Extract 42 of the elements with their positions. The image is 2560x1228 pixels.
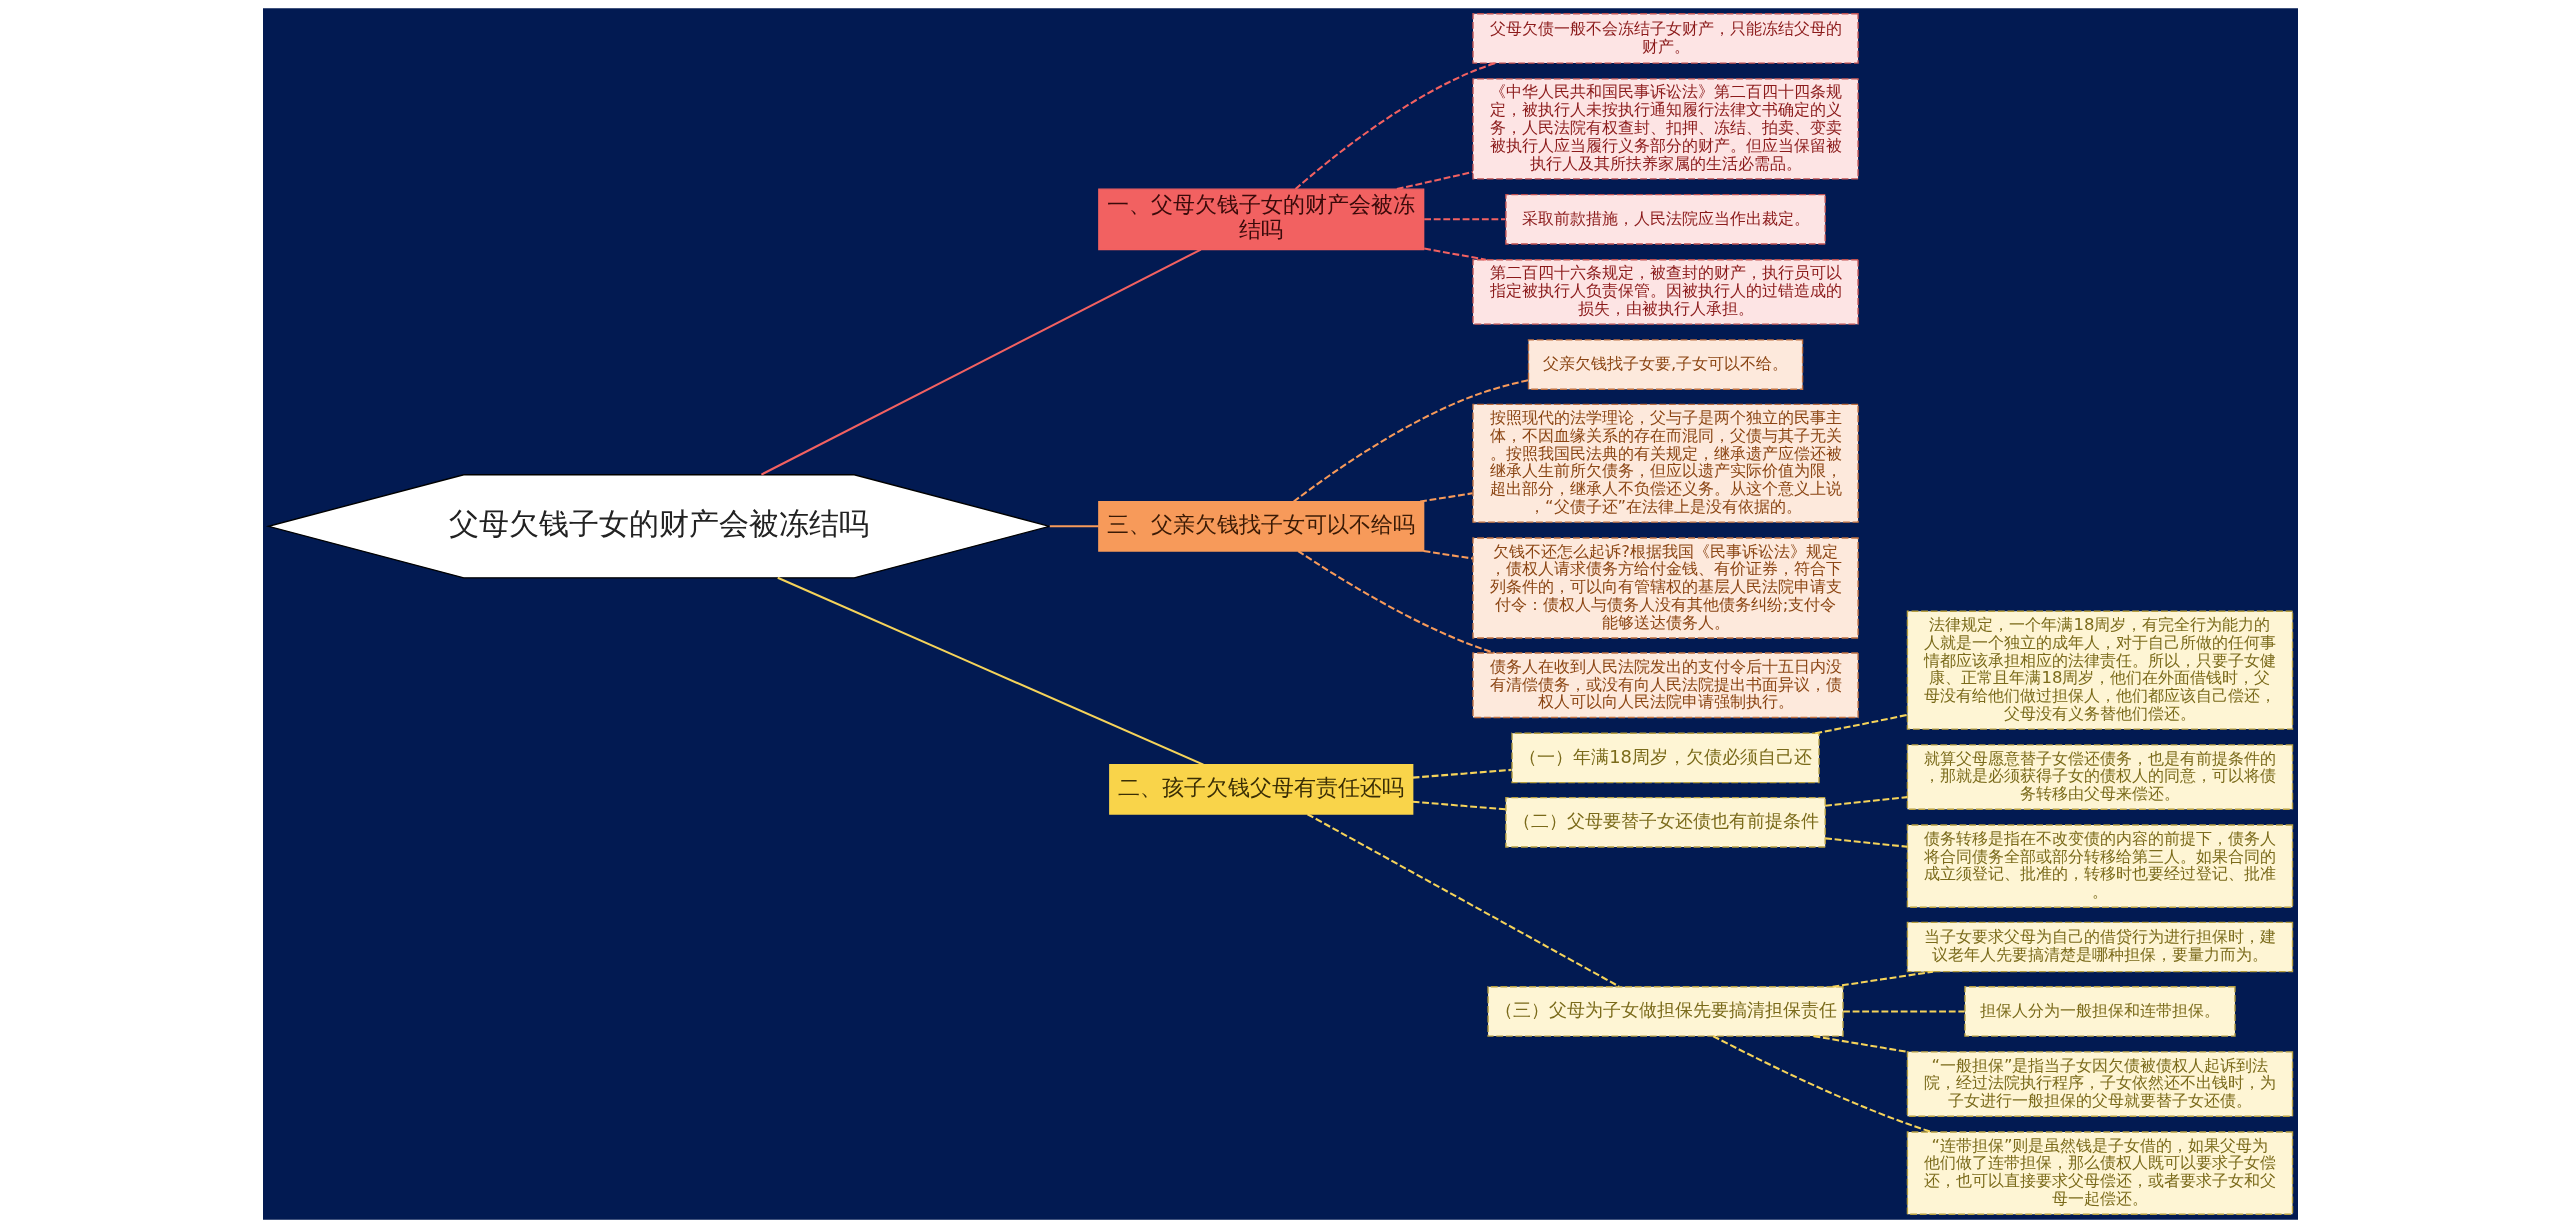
node-box: 父亲欠钱找子女要,子女可以不给。 bbox=[1527, 339, 1803, 390]
node-box: “连带担保”则是虽然钱是子女借的，如果父母为他们做了连带担保，那么债权人既可以要求子女偿还，也可以直接要求父母偿还，或者要求子女和父母一起偿还。 bbox=[1906, 1131, 2293, 1215]
connector bbox=[1292, 379, 1528, 503]
connector bbox=[760, 248, 1201, 476]
node-box: 父母欠债一般不会冻结子女财产，只能冻结父母的财产。 bbox=[1471, 13, 1859, 64]
connector bbox=[1294, 62, 1495, 190]
node-box: 按照现代的法学理论，父与子是两个独立的民事主体，不因血缘关系的存在而混同，父债与其子无关。按照我国民法典的有关规定，继承遗产应偿还被继承人生前所欠债务，但应以遗产实际价值为限，超出部分，继承人不负偿还义务。从这个意义上说，“父债子还”在法律上是没有依据的。 bbox=[1471, 403, 1859, 523]
connector bbox=[1396, 170, 1473, 191]
connector bbox=[1814, 713, 1907, 735]
connector bbox=[1824, 837, 1907, 848]
connector bbox=[1842, 1010, 1965, 1013]
connector bbox=[1813, 1035, 1907, 1053]
connector bbox=[1049, 525, 1099, 528]
connector bbox=[776, 576, 1204, 766]
node-box: 《中华人民共和国民事诉讼法》第二百四十四条规定，被执行人未按执行通知履行法律文书确定的义务，人民法院有权查封、扣押、冻结、拍卖、变卖被执行人应当履行义务部分的财产。但应当保留被执行人及其所扶养家属的生活必需品。 bbox=[1471, 78, 1859, 180]
node-box: 就算父母愿意替子女偿还债务，也是有前提条件的，那就是必须获得子女的债权人的同意，可以将债务转移由父母来偿还。 bbox=[1906, 744, 2293, 810]
connector bbox=[1423, 247, 1486, 261]
node-box: 第二百四十六条规定，被查封的财产，执行员可以指定被执行人负责保管。因被执行人的过错造成的损失，由被执行人承担。 bbox=[1471, 259, 1859, 325]
node-box: 担保人分为一般担保和连带担保。 bbox=[1963, 986, 2236, 1037]
node-box: 三、父亲欠钱找子女可以不给吗 bbox=[1097, 500, 1424, 552]
node-box: “一般担保”是指当子女因欠债被债权人起诉到法院，经过法院执行程序，子女依然还不出钱时，为子女进行一般担保的父母就要替子女还债。 bbox=[1906, 1051, 2293, 1117]
node-box: 法律规定，一个年满18周岁，有完全行为能力的人就是一个独立的成年人，对于自己所做的任何事情都应该承担相应的法律责任。所以，只要子女健康、正常且年满18周岁，他们在外面借钱时，父母没有给他们做过担保人，他们都应该自己偿还，父母没有义务替他们偿还。 bbox=[1906, 610, 2293, 730]
connector bbox=[1412, 768, 1512, 779]
node-box: 二、孩子欠钱父母有责任还吗 bbox=[1108, 764, 1413, 815]
node-box: 当子女要求父母为自己的借贷行为进行担保时，建议老年人先要搞清楚是哪种担保，要量力而为。 bbox=[1906, 921, 2293, 973]
node-box: 欠钱不还怎么起诉?根据我国《民事诉讼法》规定，债权人请求债务方给付金钱、有价证券，符合下列条件的，可以向有管辖权的基层人民法院申请支付令：债权人与债务人没有其他债务纠纷;支付令能够送达债务人。 bbox=[1471, 537, 1859, 639]
connector bbox=[1306, 813, 1619, 988]
connector bbox=[1419, 492, 1473, 503]
connector bbox=[1712, 1035, 1932, 1133]
connector bbox=[1412, 800, 1506, 811]
connector bbox=[1423, 550, 1473, 560]
connector bbox=[1423, 218, 1505, 221]
node-box: （一）年满18周岁，欠债必须自己还 bbox=[1510, 732, 1820, 784]
node-box: 采取前款措施，人民法院应当作出裁定。 bbox=[1504, 193, 1826, 245]
connector bbox=[1831, 970, 1933, 988]
node-box: 债务转移是指在不改变债的内容的前提下，债务人将合同债务全部或部分转移给第三人。如果合同的成立须登记、批准的，转移时也要经过登记、批准。 bbox=[1906, 824, 2293, 908]
connector bbox=[1824, 796, 1907, 807]
node-box: （二）父母要替子女还债也有前提条件 bbox=[1504, 796, 1826, 848]
connector bbox=[1297, 550, 1495, 654]
node-box: （三）父母为子女做担保先要搞清担保责任 bbox=[1486, 986, 1844, 1037]
node-box: 一、父母欠钱子女的财产会被冻结吗 bbox=[1097, 188, 1424, 251]
node-box: 债务人在收到人民法院发出的支付令后十五日内没有清偿债务，或没有向人民法院提出书面异议，债权人可以向人民法院申请强制执行。 bbox=[1471, 652, 1859, 719]
